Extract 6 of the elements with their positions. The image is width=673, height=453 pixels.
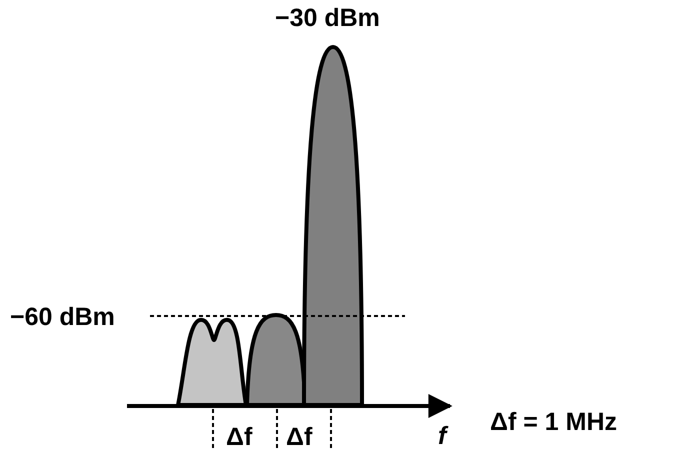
frequency-offset-label: Δf <box>226 425 252 450</box>
frequency-offset-value: Δf = 1 MHz <box>490 410 618 435</box>
axis-label: f <box>438 424 446 449</box>
frequency-offset-label: Δf <box>286 425 312 450</box>
level-label: −60 dBm <box>10 305 115 330</box>
peak-level-label: −30 dBm <box>275 6 380 31</box>
